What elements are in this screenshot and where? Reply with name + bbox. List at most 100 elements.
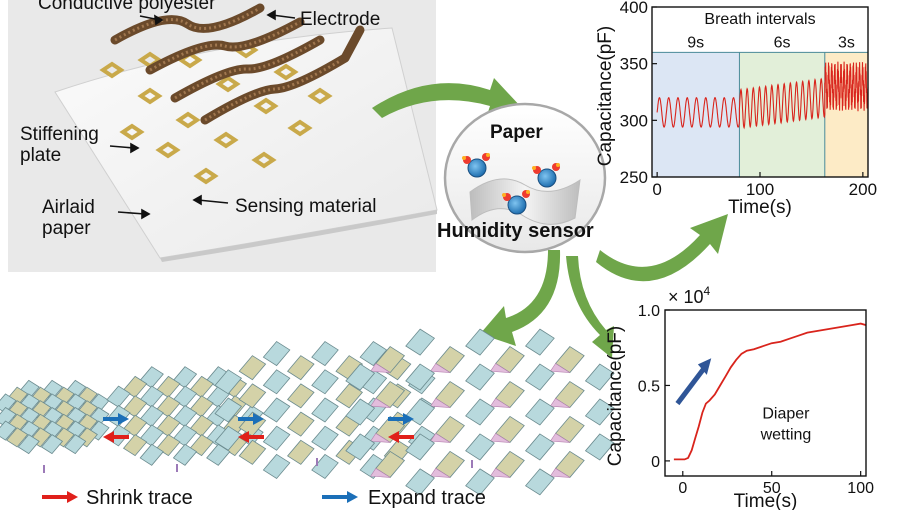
kirigami-tile: [262, 397, 291, 423]
expand-arrow-head: [253, 413, 264, 425]
expand-arrow-head: [403, 413, 414, 425]
kirigami-tile: [287, 355, 315, 381]
kirigami-tile: [311, 425, 339, 451]
diaper-trend-arrow-head: [697, 358, 712, 375]
stiffening-plate: [193, 167, 219, 185]
breath-region-label: 3s: [838, 34, 855, 51]
diaper-y-tick-label: 0.5: [638, 378, 660, 395]
shrink-arrow-head: [238, 431, 249, 443]
kirigami-tile: [525, 363, 555, 391]
stiffening-plate: [251, 151, 277, 169]
kirigami-hinge: [430, 432, 451, 443]
kirigami-tile: [335, 383, 363, 409]
breath-x-tick-label: 100: [746, 180, 774, 199]
water-molecule: [467, 158, 487, 178]
hydrogen-glow: [526, 190, 530, 194]
kirigami-tile: [214, 425, 243, 451]
diaper-multiplier: × 104: [668, 284, 711, 307]
diaper-y-tick-label: 1.0: [638, 303, 660, 320]
conductive-polyester-trace: [149, 20, 301, 72]
stiffening-plate: [253, 97, 279, 115]
stiffening-plate: [119, 123, 145, 141]
arrow-sensor-to-diaper: [566, 256, 614, 358]
kirigami-tile: [311, 341, 339, 367]
kirigami-hinge: [549, 398, 571, 408]
legend-shrink-label: Shrink trace: [86, 487, 193, 509]
kirigami-tile: [345, 398, 376, 426]
kirigami-tile: [262, 369, 291, 395]
kirigami-tile: [311, 369, 339, 395]
diaper-x-tick-label: 100: [847, 480, 874, 497]
kirigami-tile: [525, 328, 555, 356]
kirigami-tile: [465, 328, 495, 356]
shrink-legend-arrow: [42, 491, 78, 503]
diaper-annotation-line2: wetting: [760, 427, 812, 444]
label-electrode: Electrode: [300, 9, 381, 30]
kirigami-hinge: [489, 363, 511, 373]
electrodes: [110, 3, 365, 125]
kirigami-tile: [359, 453, 388, 479]
kirigami-tile: [238, 355, 267, 381]
kirigami-tile: [405, 363, 435, 391]
kirigami-tile: [465, 468, 495, 496]
kirigami-hinge: [549, 363, 571, 373]
kirigami-tile: [262, 425, 291, 451]
stiffening-plate: [99, 61, 125, 79]
stiffening-plates: [99, 41, 333, 185]
kirigami-tile: [405, 433, 435, 461]
kirigami-tile: [405, 328, 435, 356]
water-molecules: [462, 153, 560, 215]
expand-arrow-head: [118, 413, 129, 425]
breath-region-label: 9s: [687, 34, 704, 51]
breath-x-tick-label: 200: [849, 180, 877, 199]
label-sensing-material: Sensing material: [235, 196, 377, 217]
kirigami-tile: [345, 433, 376, 461]
label-conductive-polyester: Conductive polyester: [38, 0, 216, 14]
label-stiffening-plate: Stiffening plate: [20, 124, 99, 166]
tile-stage: [345, 328, 615, 496]
legend-expand-marker-head: [347, 491, 358, 503]
stiffening-plate: [137, 51, 163, 69]
legend-markers: [42, 491, 358, 503]
kirigami-tile: [287, 411, 315, 437]
stiffening-plate: [273, 63, 299, 81]
kirigami-tile: [525, 433, 555, 461]
kirigami-tile: [122, 434, 148, 457]
breath-x-tick-label: 0: [652, 180, 661, 199]
stiffening-plate: [287, 119, 313, 137]
kirigami-hinge: [370, 398, 391, 408]
kirigami-tile: [17, 434, 40, 455]
stiffening-plate: [175, 111, 201, 129]
kirigami-tile: [584, 398, 615, 426]
sensor-title-humidity: Humidity sensor: [437, 220, 594, 242]
kirigami-tile: [64, 434, 87, 455]
kirigami-tile: [465, 363, 495, 391]
breath-region-label: 6s: [774, 34, 791, 51]
kirigami-hinge: [370, 432, 391, 443]
arrow-sensor-to-breath: [596, 214, 728, 282]
breath-x-axis-label: Time(s): [728, 197, 792, 218]
kirigami-tile: [6, 427, 29, 448]
kirigami-tile: [156, 434, 181, 457]
kirigami-tile: [262, 341, 291, 367]
diaper-plot-frame: [664, 309, 867, 477]
diaper-annotation-line1: Diaper: [762, 406, 810, 423]
diaper-y-tick-label: 0: [651, 454, 660, 471]
arrow-device-to-sensor: [372, 78, 522, 118]
hydrogen-glow: [486, 153, 490, 157]
kirigami-tile: [525, 398, 555, 426]
breath-y-tick-label: 350: [620, 55, 648, 74]
legend-expand-label: Expand trace: [368, 487, 486, 509]
kirigami-tile: [465, 398, 495, 426]
diaper-trend-arrow-shaft: [675, 364, 708, 406]
kirigami-hinge: [489, 432, 511, 443]
kirigami-tile: [584, 363, 615, 391]
paper-edge: [160, 210, 437, 262]
legend-shrink-marker-head: [67, 491, 78, 503]
sensor-title-paper: Paper: [490, 122, 543, 143]
kirigami-tile: [0, 420, 17, 441]
shrink-arrow-head: [388, 431, 399, 443]
